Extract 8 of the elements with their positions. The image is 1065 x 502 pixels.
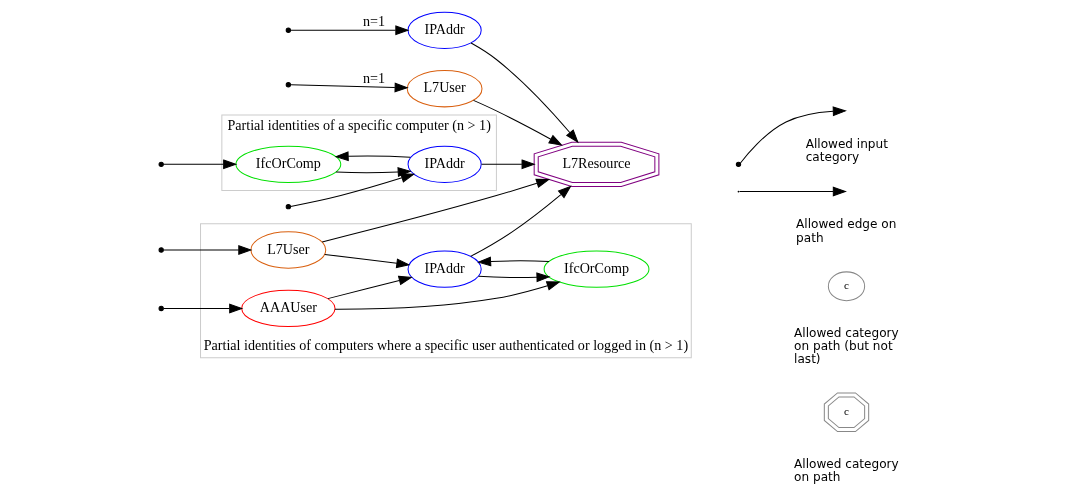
- legend-label: Allowed input category: [805, 136, 888, 164]
- legend-label: Allowed edge on path: [795, 217, 896, 245]
- edge-label: n=1: [362, 13, 385, 30]
- label: c: [843, 279, 849, 292]
- label: c: [843, 405, 849, 418]
- edge-label: n=1: [362, 69, 385, 86]
- legend-label: Allowed category on path: [793, 457, 899, 485]
- legend-label: Allowed category on path (but not last): [793, 325, 899, 366]
